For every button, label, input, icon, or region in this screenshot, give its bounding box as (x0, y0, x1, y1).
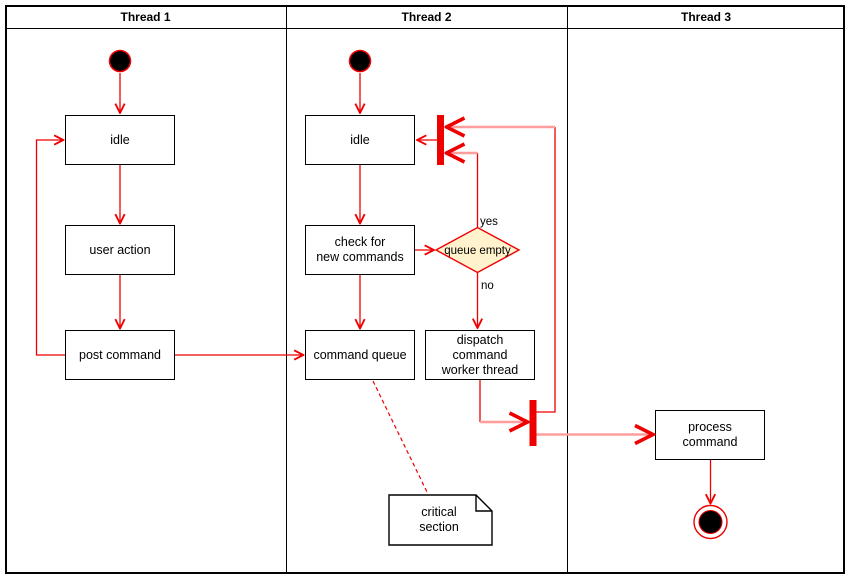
node-check-for-new-commands[interactable]: check for new commands (305, 225, 415, 275)
lane-divider-2 (566, 5, 568, 574)
lane-header-thread-2[interactable]: Thread 2 (286, 5, 567, 28)
lane-title: Thread 1 (120, 9, 171, 24)
lane-divider-1 (285, 5, 287, 574)
lane-header-thread-3[interactable]: Thread 3 (567, 5, 845, 28)
node-process-command[interactable]: process command (655, 410, 765, 460)
lane-header-thread-1[interactable]: Thread 1 (5, 5, 286, 28)
note-critical-section-label: critical section (419, 505, 459, 534)
node-command-queue[interactable]: command queue (305, 330, 415, 380)
swimlane-frame (5, 5, 845, 574)
lane-title: Thread 3 (680, 9, 731, 24)
node-thread1-idle[interactable]: idle (65, 115, 175, 165)
node-dispatch-command-worker-thread[interactable]: dispatch command worker thread (425, 330, 535, 380)
node-post-command[interactable]: post command (65, 330, 175, 380)
node-user-action[interactable]: user action (65, 225, 175, 275)
lane-header-separator (5, 27, 845, 29)
node-thread2-idle[interactable]: idle (305, 115, 415, 165)
lane-title: Thread 2 (401, 9, 452, 24)
